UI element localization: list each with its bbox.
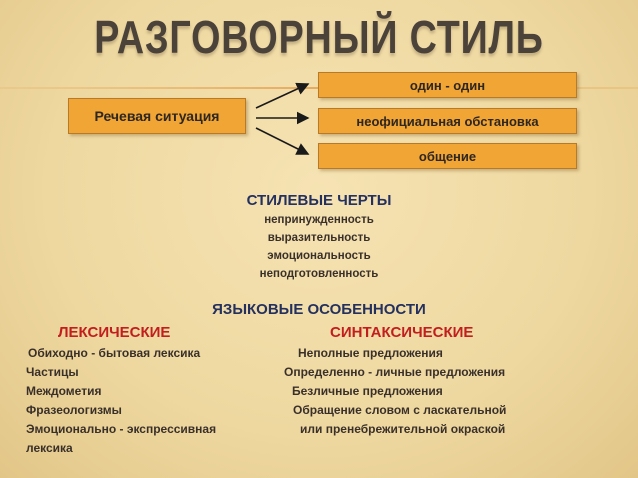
arrow-icon xyxy=(255,82,310,109)
syntactic-item: Определенно - личные предложения xyxy=(284,365,506,379)
target-box: один - один xyxy=(318,72,577,98)
syntactic-item: или пренебрежительной окраской xyxy=(300,422,506,436)
target-box: общение xyxy=(318,143,577,169)
style-features-heading: СТИЛЕВЫЕ ЧЕРТЫ xyxy=(246,192,392,209)
feature-item: эмоциональность xyxy=(267,250,371,262)
slide-title: РАЗГОВОРНЫЙ СТИЛЬ xyxy=(94,11,544,63)
feature-item: неподготовленность xyxy=(259,268,379,280)
lexical-item: Фразеологизмы xyxy=(26,403,122,417)
arrow-icon xyxy=(255,127,310,155)
syntactic-item: Неполные предложения xyxy=(298,346,443,360)
lexical-item: Обиходно - бытовая лексика xyxy=(28,346,201,360)
feature-item: непринужденность xyxy=(264,214,374,226)
syntactic-item: Обращение словом с ласкательной xyxy=(293,403,507,417)
arrows xyxy=(255,82,310,155)
source-box: Речевая ситуация xyxy=(68,98,246,134)
lexical-item: Частицы xyxy=(26,365,79,379)
target-box: неофициальная обстановка xyxy=(318,108,577,134)
lexical-item: Эмоционально - экспрессивная xyxy=(26,422,217,436)
lexical-item: Междометия xyxy=(26,384,102,398)
syntactic-item: Безличные предложения xyxy=(292,384,443,398)
syntactic-heading: СИНТАКСИЧЕСКИЕ xyxy=(330,324,474,341)
language-heading: ЯЗЫКОВЫЕ ОСОБЕННОСТИ xyxy=(212,301,426,318)
feature-item: выразительность xyxy=(267,232,371,244)
lexical-item: лексика xyxy=(26,441,73,455)
lexical-heading: ЛЕКСИЧЕСКИЕ xyxy=(58,324,171,341)
